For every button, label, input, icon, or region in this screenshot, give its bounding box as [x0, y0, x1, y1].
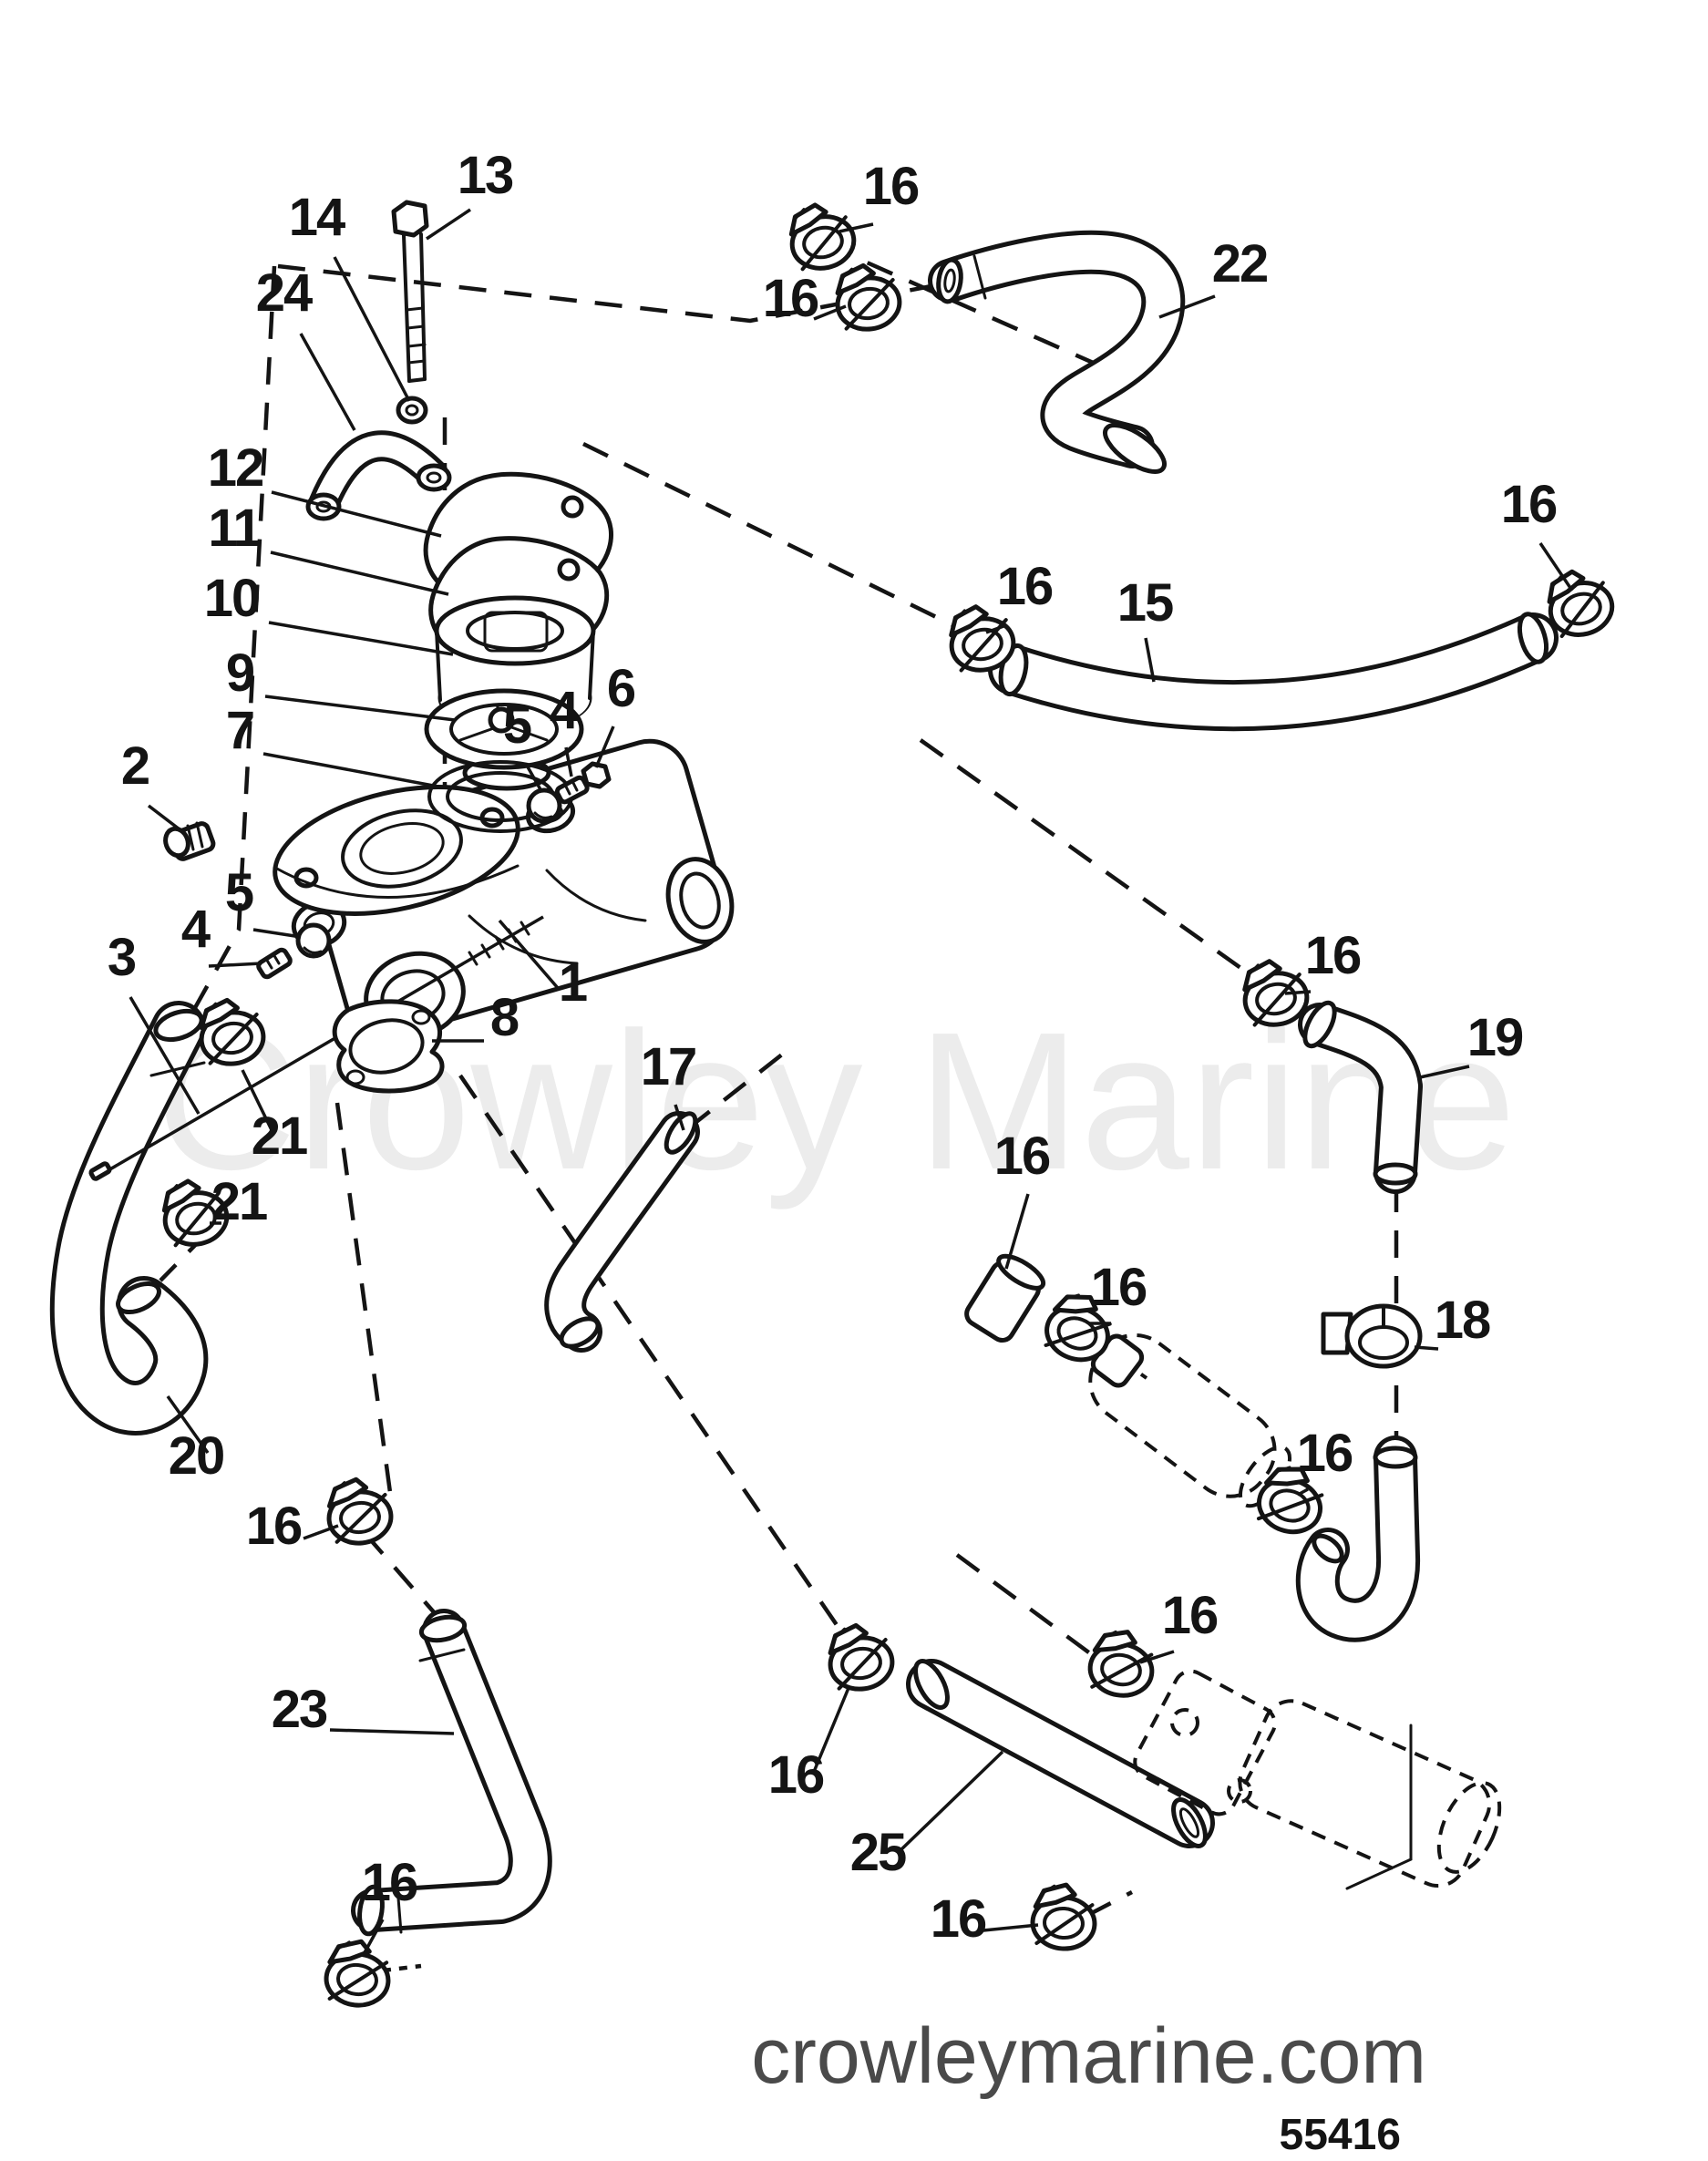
callout-21-lower: 21: [211, 1172, 267, 1231]
callout-15: 15: [1117, 573, 1173, 633]
callout-14: 14: [289, 188, 345, 247]
pump-assembly-dashed: [1133, 1669, 1502, 1888]
clamp-16-l: [1086, 1627, 1158, 1701]
callout-13: 13: [458, 146, 513, 205]
callout-16-c: 16: [997, 557, 1053, 616]
callout-3: 3: [108, 928, 136, 987]
tube-25: [906, 1659, 1215, 1848]
callout-17: 17: [641, 1037, 696, 1096]
callout-20: 20: [169, 1426, 224, 1486]
callout-6: 6: [607, 659, 635, 718]
clamp-16-a: [785, 199, 859, 274]
hose-23: [351, 1609, 552, 1937]
bracket-24: [305, 430, 452, 521]
sleeve-coupling: [964, 1253, 1046, 1343]
callout-7: 7: [226, 701, 253, 760]
callout-5-upper: 5: [503, 695, 531, 755]
bolt-13: [391, 200, 429, 383]
drawing-number: 55416: [1280, 2111, 1401, 2159]
callout-21-upper: 21: [252, 1106, 307, 1166]
clamp-16-i: [324, 1939, 392, 2009]
callout-16-j: 16: [362, 1853, 417, 1912]
callout-25: 25: [850, 1823, 906, 1882]
callout-4-upper: 4: [550, 681, 579, 740]
ball-5-upper: [526, 787, 562, 824]
callout-leaders: [129, 208, 1574, 1957]
callout-16-m: 16: [1162, 1586, 1218, 1645]
callout-10: 10: [204, 569, 260, 628]
clamp-16-h: [325, 1477, 394, 1547]
hose-22: [928, 230, 1186, 474]
washer-14: [396, 396, 428, 425]
plug-2: [163, 821, 216, 861]
callout-23: 23: [272, 1680, 327, 1739]
callout-16-a: 16: [863, 157, 919, 216]
clamp-16-j: [825, 1621, 895, 1693]
callout-4-left: 4: [181, 900, 211, 959]
callout-12: 12: [208, 438, 263, 498]
callout-16-g: 16: [1091, 1258, 1147, 1317]
callout-18: 18: [1435, 1291, 1490, 1350]
thermostat-housing: [273, 738, 735, 1040]
callout-24: 24: [256, 263, 313, 323]
clamp-bracket-18: [1323, 1306, 1420, 1366]
callout-8: 8: [490, 988, 519, 1047]
callout-16-f: 16: [994, 1127, 1050, 1186]
nut-6: [581, 761, 612, 789]
callout-1: 1: [559, 953, 587, 1013]
hose-elbow-lower-right: [1295, 1436, 1421, 1642]
callout-16-k: 16: [768, 1745, 824, 1805]
site-url: crowleymarine.com: [751, 2012, 1426, 2100]
hose-15: [988, 612, 1559, 732]
ball-5-left: [295, 922, 332, 959]
callout-16-i: 16: [246, 1497, 302, 1556]
hose-20: [49, 1001, 209, 1436]
hose-17: [544, 1111, 700, 1353]
callout-5-left: 5: [225, 863, 253, 922]
callout-2: 2: [121, 736, 149, 796]
callout-16-h: 16: [1297, 1424, 1353, 1483]
callout-16-l: 16: [931, 1889, 986, 1949]
callout-22: 22: [1212, 234, 1268, 293]
fitting-4-left: [256, 947, 293, 980]
hose-19: [1298, 1000, 1423, 1194]
callout-19: 19: [1467, 1008, 1523, 1067]
gasket-8: [332, 999, 445, 1094]
clamp-16-k: [1031, 1883, 1097, 1951]
callout-11: 11: [208, 499, 261, 558]
callout-9: 9: [226, 643, 254, 703]
callout-16-e: 16: [1305, 926, 1361, 985]
callout-numbers: 13 14 24 12 11 10 9 7 2 5 4 6 5 4 3 1 8 …: [108, 146, 1559, 1949]
callout-16-d: 16: [1501, 475, 1557, 534]
callout-16-b: 16: [763, 269, 818, 328]
